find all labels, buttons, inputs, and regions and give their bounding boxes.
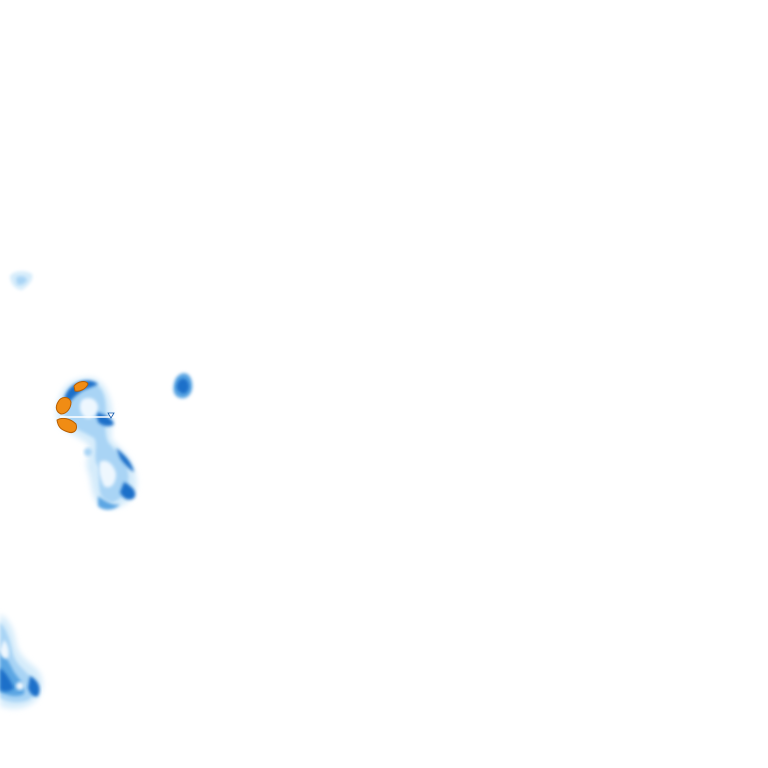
precip-heavy-cores <box>55 381 89 433</box>
heavy-core-west <box>55 397 72 415</box>
precip-cell-main <box>56 377 137 510</box>
heavy-core-south <box>56 417 77 433</box>
heavy-core-north <box>73 381 89 392</box>
precip-cell-speck <box>10 271 33 290</box>
precip-cell-east <box>173 373 193 399</box>
boundary-marker <box>107 412 115 419</box>
precip-cell-southwest <box>0 614 43 709</box>
